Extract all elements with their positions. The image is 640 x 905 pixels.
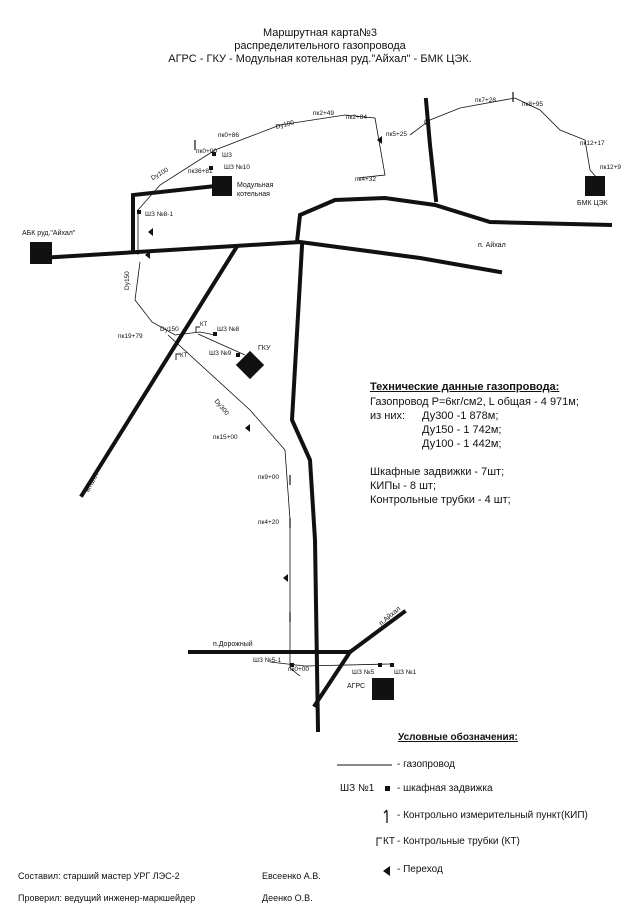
footer-checked: Проверил: ведущий инженер-маркшейдер	[18, 893, 196, 903]
road-boiler	[131, 182, 228, 254]
label-pk: пк0+00	[288, 666, 310, 673]
legend-kip-symbol	[383, 809, 388, 823]
legend-kip: - Контрольно измерительный пункт(КИП)	[397, 810, 588, 821]
valve-marker	[137, 210, 141, 214]
title-line-1: Маршрутная карта№3	[262, 27, 378, 39]
label-kt: КТ	[180, 353, 188, 359]
road-aykhal-upper	[294, 195, 613, 245]
label-pk: пк0+00	[196, 148, 218, 155]
label-pk: пк19+79	[118, 333, 143, 340]
tech-line-5: Шкафные задвижки - 7шт;	[370, 466, 505, 478]
legend-valve: - шкафная задвижка	[397, 783, 493, 794]
label-gku: ГКУ	[258, 345, 271, 352]
road-agrs-spur	[312, 649, 353, 708]
bmk-building	[585, 176, 605, 196]
title-line-3: АГРС - ГКУ - Модульная котельная руд."Ай…	[168, 53, 472, 65]
legend-crossing: - Переход	[397, 864, 443, 875]
crossing-marker	[283, 574, 288, 582]
label-pk: пк12+17	[580, 140, 605, 147]
crossing-marker	[377, 136, 382, 144]
pipeline-south	[134, 261, 216, 336]
label-pk: пк8+95	[522, 101, 544, 108]
label-pk: пк36+81	[188, 168, 213, 175]
label-c: С	[424, 118, 430, 127]
label-valve: ШЗ №9	[209, 350, 232, 357]
road-diagonal	[79, 245, 239, 498]
road-main	[37, 239, 503, 275]
label-valve: ШЗ №8-1	[145, 211, 174, 218]
pipeline-bmk	[409, 97, 598, 179]
legend-kt: - Контрольные трубки (КТ)	[397, 836, 520, 847]
road-vertical	[289, 243, 321, 733]
legend-valve-prefix: ШЗ №1	[340, 783, 375, 794]
legend-pipeline: - газопровод	[397, 759, 455, 770]
valve-marker	[290, 663, 294, 667]
tech-line-2-prefix: из них:	[370, 410, 406, 422]
label-boiler-1: Модульная	[237, 182, 274, 189]
valve-marker	[213, 332, 217, 336]
label-pk: пк2+84	[346, 114, 368, 121]
agrs-building	[372, 678, 394, 700]
tech-line-6: КИПы - 8 шт;	[370, 480, 436, 492]
legend-kt-prefix: КТ	[383, 836, 395, 847]
label-pk: пк15+00	[213, 434, 238, 441]
legend-crossing-symbol	[383, 866, 390, 876]
label-valve: ШЗ №8	[217, 326, 240, 333]
label-kt: КТ	[200, 322, 208, 328]
pipeline-dy300	[167, 334, 301, 677]
label-pk: пк12+9	[600, 164, 622, 171]
label-valve: ШЗ №5-1	[253, 657, 282, 664]
legend-valve-symbol	[385, 786, 390, 791]
boiler-building	[212, 176, 232, 196]
gku-building	[235, 350, 265, 380]
pipeline-gku	[197, 333, 246, 356]
crossing-marker	[148, 228, 153, 236]
pipeline-main	[137, 114, 386, 255]
tech-line-7: Контрольные трубки - 4 шт;	[370, 494, 511, 506]
label-valve: ШЗ №10	[224, 164, 250, 171]
label-dy: Dy150	[124, 271, 131, 290]
label-dy: Dy150	[160, 326, 179, 333]
tech-line-4: Ду100 - 1 442м;	[422, 438, 502, 450]
legend-kt-symbol	[376, 837, 382, 846]
label-bmk: БМК ЦЭК	[577, 200, 608, 207]
valve-marker	[390, 663, 394, 667]
pipeline-agrs	[269, 661, 391, 667]
footer-checked-name: Деенко О.В.	[262, 893, 313, 903]
label-valve: ШЗ	[222, 152, 232, 159]
label-road-dorozhny: п.Дорожный	[213, 641, 253, 648]
label-pk: пк4+32	[355, 176, 377, 183]
crossing-marker	[145, 251, 150, 259]
label-boiler-2: котельная	[237, 191, 270, 198]
valve-marker	[212, 152, 216, 156]
tech-line-1: Газопровод Р=6кг/см2, L общая - 4 971м;	[370, 396, 579, 408]
tech-heading: Технические данные газопровода:	[370, 381, 560, 393]
crossing-marker	[245, 424, 250, 432]
label-pk: пк0+86	[218, 132, 240, 139]
label-pk: пк5+25	[386, 131, 408, 138]
label-pk: пк7+28	[475, 97, 497, 104]
valve-marker	[209, 166, 213, 170]
kt-marker	[175, 353, 180, 360]
label-pk: пк4+20	[258, 519, 280, 526]
tech-line-2: Ду300 -1 878м;	[422, 410, 499, 422]
label-pk: пк9+00	[258, 474, 280, 481]
label-agrs: АГРС	[347, 683, 366, 690]
label-valve: ШЗ №1	[394, 669, 417, 676]
abk-building	[30, 242, 52, 264]
label-pk: пк2+49	[313, 110, 335, 117]
footer-compiled-name: Евсеенко А.В.	[262, 871, 321, 881]
label-valve: ШЗ №5	[352, 669, 375, 676]
tech-line-3: Ду150 - 1 742м;	[422, 424, 502, 436]
road-bmk	[423, 97, 439, 203]
kt-marker	[195, 326, 200, 333]
valve-marker	[378, 663, 382, 667]
title-line-2: распределительного газопровода	[234, 40, 406, 52]
label-abk: АБК руд."Айхал"	[22, 230, 76, 237]
label-settlement-aykhal: п. Айхал	[478, 242, 506, 249]
legend-heading: Условные обозначения:	[398, 732, 518, 743]
footer-compiled: Составил: старший мастер УРГ ЛЭС-2	[18, 871, 180, 881]
valve-marker	[236, 353, 240, 357]
